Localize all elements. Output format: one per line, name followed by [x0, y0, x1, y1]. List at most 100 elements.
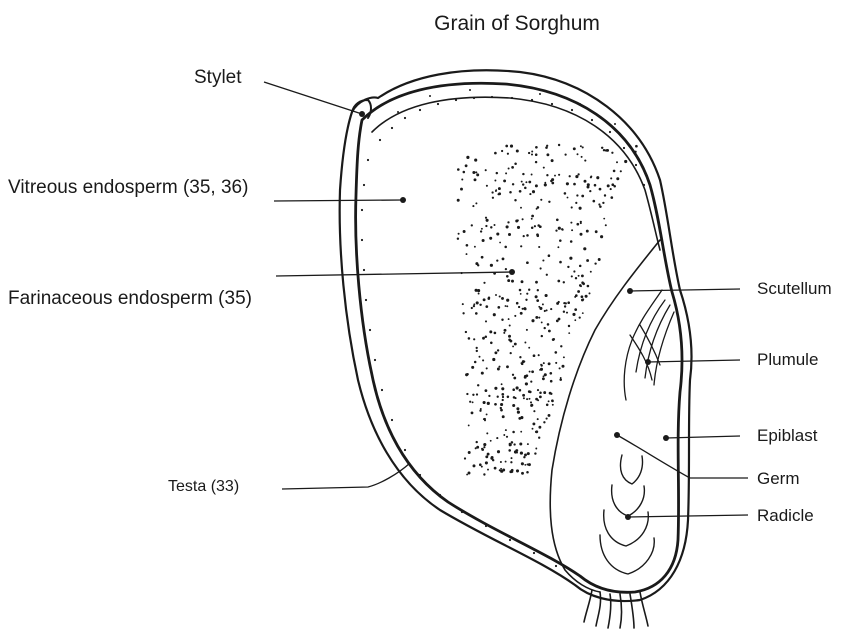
stipple-dot — [499, 295, 501, 297]
stipple-dot — [475, 289, 478, 292]
stipple-dot — [514, 162, 517, 165]
stipple-dot — [522, 394, 525, 397]
stipple-dot — [600, 235, 603, 238]
stipple-dot — [584, 160, 586, 162]
stipple-dot — [499, 242, 501, 244]
stipple-dot — [505, 268, 507, 270]
stipple-dot — [604, 194, 606, 196]
stipple-dot — [537, 418, 539, 420]
leader-dot-stylet — [359, 111, 365, 117]
stipple-dot — [526, 398, 528, 400]
stipple-dot — [616, 161, 618, 163]
stipple-dot — [548, 414, 551, 417]
scutellum-line — [624, 290, 662, 400]
stipple-dot — [472, 394, 474, 396]
stipple-dot — [462, 312, 464, 314]
stipple-dot — [567, 266, 569, 268]
stipple-dot — [570, 222, 572, 224]
stipple-dot — [548, 330, 551, 333]
stipple-dot — [518, 306, 520, 308]
stipple-dot — [498, 192, 501, 195]
stipple-dot — [479, 304, 481, 306]
stipple-dot — [519, 190, 522, 193]
label-radicle: Radicle — [757, 506, 814, 525]
stipple-dot — [498, 187, 501, 190]
stipple-dot — [485, 225, 487, 227]
stipple-dot — [524, 342, 526, 344]
stipple-dot — [563, 302, 565, 304]
stipple-dot — [501, 387, 504, 390]
stipple-dot — [544, 373, 547, 376]
stipple-dot — [526, 293, 528, 295]
stipple-dot — [601, 147, 603, 149]
vitreous-stipple — [361, 89, 645, 567]
stipple-dot — [506, 275, 509, 278]
stipple-dot — [555, 362, 557, 364]
stipple-dot — [473, 338, 475, 340]
stipple-dot — [531, 153, 533, 155]
stipple-dot — [573, 183, 576, 186]
stipple-dot — [466, 474, 468, 476]
stipple-dot — [476, 301, 479, 304]
stipple-dot — [511, 280, 514, 283]
stipple-dot — [531, 319, 534, 322]
stipple-dot — [487, 297, 490, 300]
stipple-dot — [473, 464, 476, 467]
stipple-dot — [479, 463, 482, 466]
stipple-dot — [466, 156, 469, 159]
stipple-dot — [535, 153, 538, 156]
stipple-dot — [466, 373, 468, 375]
stipple-dot — [514, 199, 516, 201]
stipple-dot — [580, 145, 582, 147]
stipple-dot — [463, 230, 466, 233]
stipple-dot — [485, 320, 487, 322]
stipple-dot — [558, 318, 561, 321]
stipple-dot — [582, 312, 584, 314]
stipple-dot — [457, 237, 459, 239]
stipple-dot — [568, 332, 570, 334]
stipple-dot — [611, 152, 613, 154]
stipple-dot — [603, 149, 605, 151]
label-plumule: Plumule — [757, 350, 818, 369]
stipple-dot — [472, 205, 474, 207]
stipple-dot — [521, 472, 524, 475]
stipple-dot — [535, 430, 538, 433]
stipple-dot — [536, 299, 539, 302]
stipple-dot — [514, 315, 516, 317]
stipple-dot — [507, 221, 509, 223]
stipple-dot — [507, 153, 509, 155]
stipple-dot — [511, 469, 514, 472]
stipple-dot — [462, 303, 464, 305]
stipple-dot — [496, 172, 498, 174]
stipple-dot — [500, 461, 502, 463]
stipple-dot — [481, 448, 484, 451]
stipple-dot — [520, 312, 523, 315]
leader-dot-vitreous — [400, 197, 406, 203]
stipple-dot — [529, 193, 531, 195]
stipple-dot — [506, 436, 508, 438]
stipple-dot — [476, 393, 478, 395]
label-stylet: Stylet — [194, 67, 242, 88]
stipple-dot — [483, 282, 485, 284]
stipple-dot — [517, 226, 520, 229]
stipple-dot — [554, 175, 556, 177]
stipple-dot — [485, 217, 487, 219]
stipple-dot — [569, 175, 571, 177]
stipple-dot — [482, 337, 485, 340]
stipple-dot — [506, 365, 509, 368]
stipple-dot — [531, 226, 534, 229]
stipple-dot — [490, 342, 493, 345]
stipple-dot — [468, 337, 471, 340]
stipple-dot — [508, 318, 510, 320]
stipple-dot — [551, 178, 554, 181]
stipple-dot — [548, 400, 550, 402]
stipple-dot — [589, 190, 591, 192]
leader-dot-radicle — [625, 514, 631, 520]
stipple-dot — [586, 259, 589, 262]
stipple-dot — [550, 380, 553, 383]
stipple-dot — [522, 183, 524, 185]
leader-stylet — [264, 82, 362, 114]
stipple-dot — [512, 374, 514, 376]
stipple-dot — [579, 317, 581, 319]
stipple-dot — [516, 386, 519, 389]
